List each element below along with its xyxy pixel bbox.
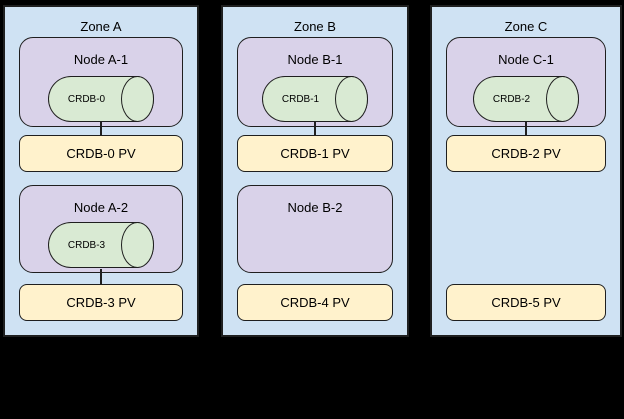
zone-a-container: Zone A Node A-1 CRDB-0 CRDB-0 PV Node A-… — [3, 5, 199, 337]
node-a-1-label: Node A-1 — [73, 52, 129, 67]
crdb-2-pod-label: CRDB-2 — [492, 93, 531, 105]
zone-b-title: Zone B — [294, 19, 336, 34]
crdb-4-pv-box: CRDB-4 PV — [237, 284, 393, 321]
node-c-1-label: Node C-1 — [498, 52, 554, 67]
crdb-1-pv-label: CRDB-1 PV — [280, 146, 350, 161]
node-b-1-box: Node B-1 CRDB-1 — [237, 37, 393, 127]
crdb-3-pv-box: CRDB-3 PV — [19, 284, 183, 321]
crdb-3-pv-label: CRDB-3 PV — [66, 295, 136, 310]
crdb-0-pv-label: CRDB-0 PV — [66, 146, 136, 161]
cylinder-cap-icon — [121, 222, 154, 268]
zone-c-title: Zone C — [504, 19, 548, 34]
crdb-2-pv-box: CRDB-2 PV — [446, 135, 606, 172]
connector-line — [525, 122, 527, 136]
node-a-1-box: Node A-1 CRDB-0 — [19, 37, 183, 127]
connector-line — [100, 122, 102, 136]
crdb-3-pod-label: CRDB-3 — [67, 239, 106, 251]
node-a-2-box: Node A-2 CRDB-3 — [19, 185, 183, 273]
crdb-5-pv-label: CRDB-5 PV — [491, 295, 561, 310]
crdb-2-pod-cylinder: CRDB-2 — [473, 76, 579, 122]
crdb-5-pv-box: CRDB-5 PV — [446, 284, 606, 321]
node-c-1-box: Node C-1 CRDB-2 — [446, 37, 606, 127]
node-b-2-box: Node B-2 — [237, 185, 393, 273]
crdb-3-pod-cylinder: CRDB-3 — [48, 222, 154, 268]
crdb-0-pv-box: CRDB-0 PV — [19, 135, 183, 172]
zone-a-title: Zone A — [80, 19, 122, 34]
node-a-2-label: Node A-2 — [73, 200, 129, 215]
cylinder-cap-icon — [335, 76, 368, 122]
crdb-2-pv-label: CRDB-2 PV — [491, 146, 561, 161]
crdb-1-pv-box: CRDB-1 PV — [237, 135, 393, 172]
zone-c-container: Zone C Node C-1 CRDB-2 CRDB-2 PV CRDB-5 … — [430, 5, 622, 337]
crdb-0-pod-cylinder: CRDB-0 — [48, 76, 154, 122]
node-b-2-label: Node B-2 — [287, 200, 343, 215]
connector-line — [314, 122, 316, 136]
cylinder-cap-icon — [546, 76, 579, 122]
connector-line — [100, 269, 102, 285]
crdb-0-pod-label: CRDB-0 — [67, 93, 106, 105]
zone-b-container: Zone B Node B-1 CRDB-1 CRDB-1 PV Node B-… — [221, 5, 409, 337]
crdb-4-pv-label: CRDB-4 PV — [280, 295, 350, 310]
crdb-1-pod-label: CRDB-1 — [281, 93, 320, 105]
node-b-1-label: Node B-1 — [287, 52, 343, 67]
crdb-1-pod-cylinder: CRDB-1 — [262, 76, 368, 122]
cylinder-cap-icon — [121, 76, 154, 122]
